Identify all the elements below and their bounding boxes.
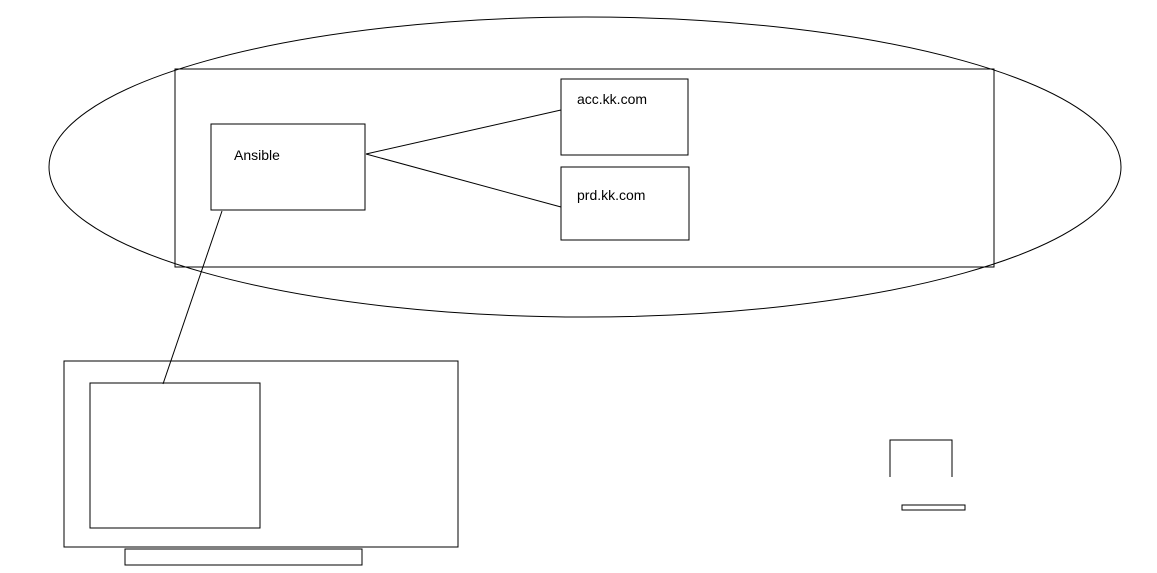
node-ansible: Ansible [210, 123, 366, 211]
node-prd-box [560, 166, 690, 241]
small-device-top [889, 439, 953, 477]
monitor-stand-base [124, 548, 363, 566]
network-zone-ellipse [48, 16, 1122, 318]
node-ansible-label: Ansible [234, 147, 280, 163]
node-acc-box [560, 78, 689, 156]
node-ansible-box [210, 123, 366, 211]
edge-ansible-prd [365, 153, 562, 208]
network-zone-frame [174, 68, 995, 268]
workstation [63, 360, 459, 566]
node-acc-label: acc.kk.com [577, 91, 647, 107]
node-acc: acc.kk.com [560, 78, 689, 156]
monitor-screen [89, 382, 261, 529]
monitor-frame [63, 360, 459, 548]
edge-ansible-monitor [162, 210, 223, 385]
node-prd-label: prd.kk.com [577, 187, 645, 203]
node-prd: prd.kk.com [560, 166, 690, 241]
small-device [889, 439, 966, 511]
edge-ansible-acc [365, 109, 562, 155]
small-device-base [901, 504, 966, 511]
